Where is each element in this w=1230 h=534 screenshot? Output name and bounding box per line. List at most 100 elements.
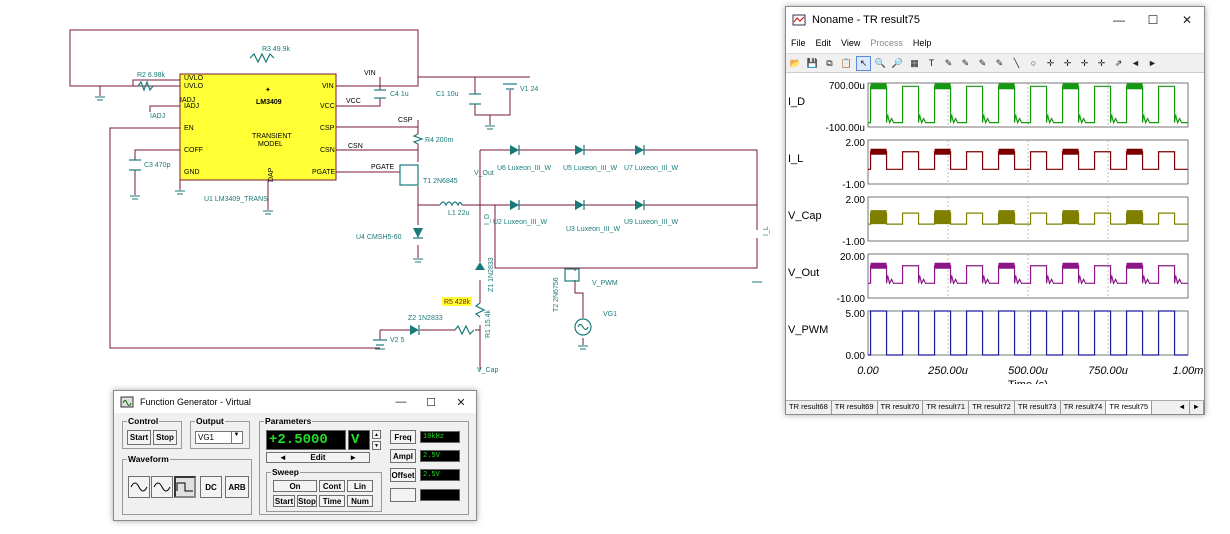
start-button[interactable]: Start	[127, 430, 151, 445]
y-tick-top: 5.00	[846, 309, 866, 320]
save-icon[interactable]: 💾	[806, 57, 819, 68]
pin-dap: DAP	[268, 167, 275, 182]
chevron-down-icon[interactable]: ▼	[231, 432, 241, 443]
circle-icon[interactable]: ○	[1030, 58, 1037, 68]
r1-resistor[interactable]	[454, 324, 475, 336]
z2-zener[interactable]	[410, 325, 419, 335]
menu-file[interactable]: File	[791, 38, 806, 48]
close-button[interactable]: ✕	[1181, 13, 1193, 27]
right-arrow-icon[interactable]: ►	[349, 453, 358, 462]
tab-tr-result70[interactable]: TR result70	[878, 401, 924, 414]
cursor-a-icon[interactable]: ✛	[1046, 57, 1055, 68]
tab-scroll-left-icon[interactable]: ◄	[1175, 401, 1190, 414]
tab-tr-result75[interactable]: TR result75	[1106, 401, 1153, 414]
menu-help[interactable]: Help	[912, 38, 932, 48]
extra-button[interactable]	[390, 488, 416, 502]
tab-scroll-right-icon[interactable]: ►	[1190, 401, 1204, 414]
cursor-c-icon[interactable]: ✛	[1080, 57, 1089, 68]
sine-wave-icon[interactable]	[128, 476, 150, 498]
menu-process: Process	[870, 38, 903, 48]
offset-button[interactable]: Offset	[390, 468, 416, 482]
u9-led[interactable]	[635, 200, 644, 210]
copy-icon[interactable]: ⧉	[826, 57, 833, 68]
pointer-icon[interactable]: ↖	[856, 55, 871, 71]
grid-icon[interactable]: ▦	[910, 57, 919, 68]
open-icon[interactable]: 📂	[789, 57, 802, 68]
fg-titlebar[interactable]: Function Generator - Virtual — ☐ ✕	[114, 391, 476, 413]
vg1-source[interactable]	[574, 318, 592, 336]
cursor-b-icon[interactable]: ✛	[1063, 57, 1072, 68]
left-arrow-icon[interactable]: ◄	[278, 453, 287, 462]
freq-button[interactable]: Freq	[390, 430, 416, 444]
trace-band-i_d	[998, 83, 1015, 90]
tab-tr-result73[interactable]: TR result73	[1015, 401, 1061, 414]
results-window[interactable]: Noname - TR result75 — ☐ ✕ File Edit Vie…	[785, 6, 1205, 415]
sweep-start-button[interactable]: Start	[273, 495, 295, 507]
trace-band-v_out	[934, 262, 951, 269]
sweep-num-button[interactable]: Num	[347, 495, 373, 507]
series-name-i_d: I_D	[788, 96, 805, 108]
u7-led[interactable]	[635, 145, 644, 155]
step-left-icon[interactable]: ◄	[1131, 58, 1140, 68]
tool-d-icon[interactable]: ✎	[995, 57, 1004, 68]
line-icon[interactable]: ╲	[1013, 57, 1020, 68]
z1-zener[interactable]	[475, 262, 485, 270]
function-generator-window[interactable]: Function Generator - Virtual — ☐ ✕ Contr…	[113, 390, 477, 521]
sweep-on-button[interactable]: On	[273, 480, 317, 492]
stop-button[interactable]: Stop	[153, 430, 177, 445]
tool-c-icon[interactable]: ✎	[978, 57, 987, 68]
paste-icon[interactable]: 📋	[840, 57, 853, 68]
u4-diode[interactable]	[413, 228, 423, 238]
minimize-button[interactable]: —	[1113, 13, 1125, 27]
zoom-out-icon[interactable]: 🔎	[891, 57, 904, 68]
menu-edit[interactable]: Edit	[815, 38, 832, 48]
tab-tr-result68[interactable]: TR result68	[786, 401, 832, 414]
tab-tr-result72[interactable]: TR result72	[969, 401, 1015, 414]
output-select[interactable]: VG1 ▼	[195, 431, 243, 444]
u2-led[interactable]	[510, 200, 519, 210]
results-titlebar[interactable]: Noname - TR result75 — ☐ ✕	[786, 7, 1204, 33]
tab-tr-result69[interactable]: TR result69	[832, 401, 878, 414]
fg-close-button[interactable]: ✕	[456, 396, 466, 409]
menu-view[interactable]: View	[841, 38, 861, 48]
l1-inductor[interactable]	[439, 201, 463, 207]
u6-led[interactable]	[510, 145, 519, 155]
text-icon[interactable]: T	[928, 58, 935, 68]
dc-button[interactable]: DC	[200, 476, 222, 498]
arrow-icon[interactable]: ⇗	[1114, 57, 1123, 68]
value-up-icon[interactable]: ▲	[372, 430, 381, 439]
square-wave-icon[interactable]	[174, 476, 196, 498]
step-right-icon[interactable]: ►	[1148, 58, 1157, 68]
cursor-d-icon[interactable]: ✛	[1097, 57, 1106, 68]
tool-b-icon[interactable]: ✎	[961, 57, 970, 68]
arb-button[interactable]: ARB	[225, 476, 249, 498]
ampl-button[interactable]: Ampl	[390, 449, 416, 463]
fg-maximize-button[interactable]: ☐	[426, 396, 436, 409]
r5-resistor[interactable]	[474, 302, 486, 318]
tab-tr-result74[interactable]: TR result74	[1061, 401, 1107, 414]
edit-button[interactable]: Edit	[310, 453, 326, 462]
maximize-button[interactable]: ☐	[1147, 13, 1159, 27]
lm3409-ic[interactable]	[179, 73, 337, 181]
t1-transistor[interactable]	[399, 164, 419, 186]
r3-resistor[interactable]	[249, 52, 275, 64]
value-down-icon[interactable]: ▼	[372, 441, 381, 450]
sweep-lin-button[interactable]: Lin	[347, 480, 373, 492]
triangle-wave-icon[interactable]	[151, 476, 173, 498]
zoom-in-icon[interactable]: 🔍	[874, 57, 887, 68]
tab-tr-result71[interactable]: TR result71	[923, 401, 970, 414]
sweep-time-button[interactable]: Time	[319, 495, 345, 507]
t2-transistor[interactable]	[564, 268, 580, 282]
r2-resistor[interactable]	[137, 80, 154, 92]
u3-led[interactable]	[575, 200, 584, 210]
edit-bar[interactable]: ◄ Edit ►	[266, 452, 370, 463]
net-iadj: IADJ	[180, 97, 195, 104]
tool-a-icon[interactable]: ✎	[944, 57, 953, 68]
sweep-stop-button[interactable]: Stop	[297, 495, 317, 507]
menu-bar: File Edit View Process Help	[786, 33, 1204, 53]
fg-minimize-button[interactable]: —	[395, 396, 407, 408]
u5-led[interactable]	[575, 145, 584, 155]
r4-resistor[interactable]	[412, 133, 424, 145]
sweep-cont-button[interactable]: Cont	[319, 480, 345, 492]
value-display[interactable]: +2.5000	[266, 430, 346, 450]
